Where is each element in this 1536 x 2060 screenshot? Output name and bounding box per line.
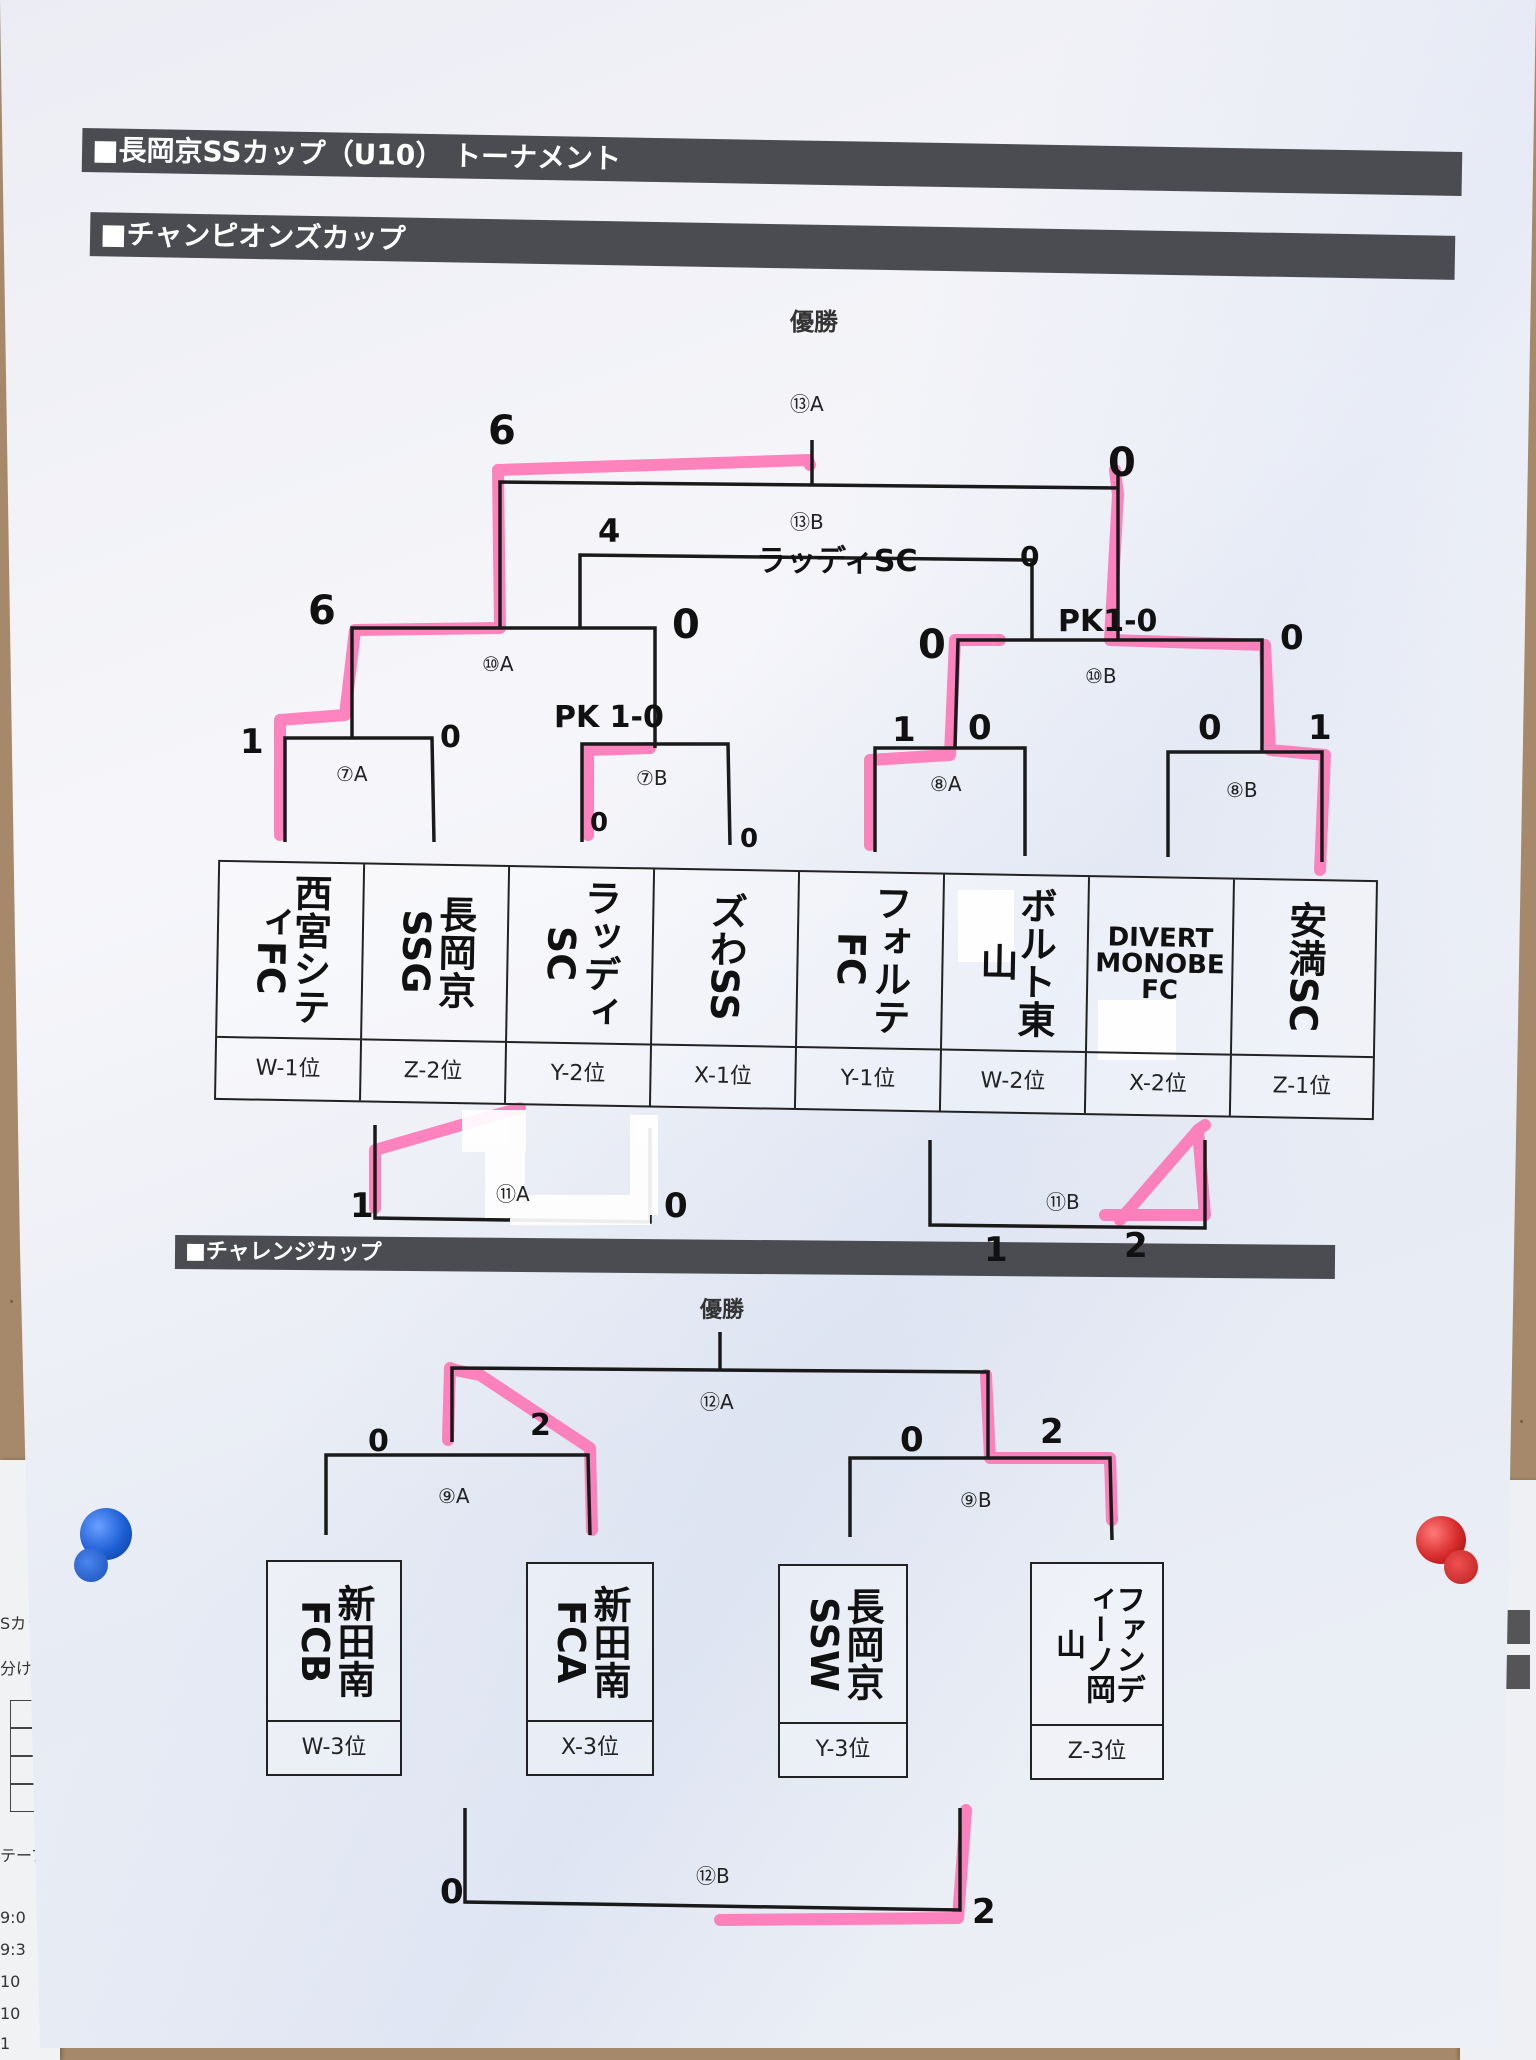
side-label: 9:3 [0,1940,26,1959]
team-seed: X-3位 [528,1720,652,1774]
score-7a-left: 1 [240,722,264,762]
team-name: ラッディSC [538,878,623,1031]
tape-patches [462,890,1176,1225]
team-name: ファンディーノ岡山 [1050,1584,1145,1704]
challenge-team-box: 新田南FCA X-3位 [526,1562,654,1776]
score-9b-left: 0 [900,1420,924,1460]
team-name: 長岡京SSG [393,894,478,1010]
score-7b-pk: PK 1-0 [554,700,664,735]
score-10a-right: 0 [672,602,700,648]
team-name: フォルテFC [828,883,913,1036]
round-label: ⑧B [1226,778,1258,802]
score-7a-right: 0 [440,720,461,755]
round-label: ⑩A [482,652,514,676]
team-name: 新田南FCA [549,1585,631,1699]
team-cell: 長岡京SSG Z-2位 [361,864,511,1103]
score-11b-right: 2 [1124,1226,1148,1266]
score-final-left: 6 [488,408,516,454]
team-cell: 安満SC Z-1位 [1230,880,1376,1119]
team-seed: X-2位 [1085,1051,1230,1116]
round-label: ⑩B [1085,664,1117,688]
match-note: ラッディSC [756,544,918,579]
score-12b-right: 2 [972,1892,996,1932]
score-10b-left: 0 [918,622,946,668]
score-7b-left: 0 [590,808,609,838]
side-label: 分け [0,1659,33,1678]
score-10a-left: 6 [308,588,336,634]
round-label: ⑬B [790,510,824,534]
team-name: DIVERT MONOBE FC [1095,922,1225,1006]
round-label: ⑪A [496,1182,530,1206]
team-seed: Z-1位 [1230,1053,1373,1119]
score-9a-right: 2 [530,1408,551,1443]
round-label: ⑨A [438,1484,470,1508]
challenge-team-box: 新田南FCB W-3位 [266,1560,402,1776]
challenge-team-box: ファンディーノ岡山 Z-3位 [1030,1562,1164,1780]
round-label: ⑨B [960,1488,992,1512]
score-final-right: 0 [1108,440,1136,486]
score-9b-right: 2 [1040,1412,1064,1452]
bracket-structure-lines [283,440,1324,1912]
score-11a-left: 1 [350,1186,374,1226]
team-cell: ズわSS X-1位 [650,869,801,1109]
team-cell: ラッディSC Y-2位 [505,866,656,1106]
team-seed: Y-1位 [795,1046,941,1111]
team-cell: フォルテFC Y-1位 [795,872,946,1111]
round-label: ⑫B [696,1864,730,1888]
score-11a-right: 0 [664,1186,688,1226]
score-9a-left: 0 [368,1424,389,1459]
team-cell: 西宮シティFC W-1位 [216,861,366,1101]
side-label: 10 [0,1972,21,1991]
team-name: 安満SC [1280,900,1328,1033]
score-12b-left: 0 [440,1872,464,1912]
round-label: ⑦A [336,762,368,786]
score-13b-left: 4 [598,512,621,550]
team-name: 長岡京SSW [802,1587,884,1701]
score-8a-right: 0 [968,708,992,748]
champions-team-table: 西宮シティFC W-1位 長岡京SSG Z-2位 ラッディSC Y-2位 ズわS… [213,859,1379,1121]
score-8a-left: 1 [892,710,916,750]
round-label: ⑬A [790,392,824,416]
team-cell: ボルト東山 W-2位 [940,874,1091,1114]
score-10b-pk: PK1-0 [1058,604,1158,639]
team-name: ボルト東山 [973,885,1058,1039]
score-10b-right: 0 [1280,618,1304,658]
team-seed: Y-2位 [505,1040,651,1106]
side-label: 9:0 [0,1908,26,1927]
team-name: 新田南FCB [293,1584,375,1698]
challenge-winner-label: 優勝 [700,1298,745,1323]
challenge-team-box: 長岡京SSW Y-3位 [778,1564,908,1778]
team-seed: W-1位 [216,1035,361,1101]
score-13b-right: 0 [1020,540,1040,573]
team-seed: Z-2位 [361,1038,506,1103]
team-name: ズわSS [701,891,749,1022]
round-label: ⑫A [700,1390,734,1414]
score-8b-left: 0 [1198,708,1222,748]
score-7b-right: 0 [740,824,759,854]
team-name: 西宮シティFC [248,873,333,1026]
team-cell: DIVERT MONOBE FC X-2位 [1085,877,1235,1116]
score-11b-left: 1 [984,1230,1008,1270]
score-8b-right: 1 [1308,708,1332,748]
team-seed: W-3位 [268,1720,400,1774]
team-seed: Y-3位 [780,1722,906,1776]
team-seed: W-2位 [940,1048,1085,1114]
round-label: ⑪B [1046,1190,1080,1214]
round-label: ⑧A [930,772,962,796]
round-label: ⑦B [636,766,668,790]
champions-winner-label: 優勝 [790,308,838,336]
side-label: 1 [0,2034,11,2053]
side-label: 10 [0,2004,21,2023]
team-seed: X-1位 [650,1043,796,1108]
team-seed: Z-3位 [1032,1724,1162,1778]
